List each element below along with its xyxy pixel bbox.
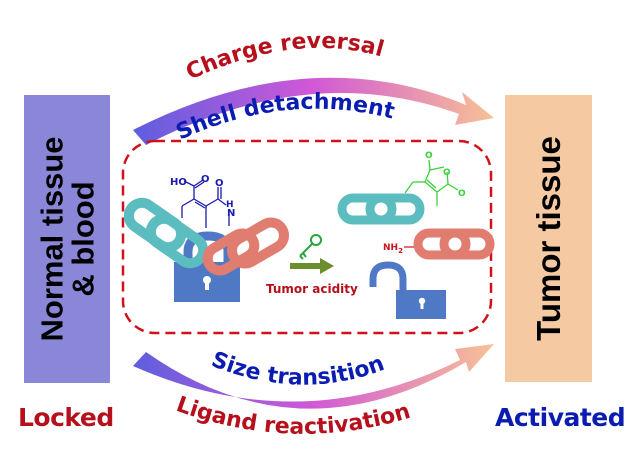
released-salmon-chain-icon [413, 228, 495, 260]
locked-complex: HO O O H N [123, 174, 289, 302]
amide-h-label: H [226, 200, 234, 210]
anhydride-o-right: O [458, 189, 466, 199]
anhydride-structure [404, 159, 459, 206]
size-transition-label: Size transition [208, 347, 388, 390]
open-lock-shackle-icon [369, 261, 407, 290]
released-complex: O O O NH2 [337, 151, 495, 319]
tumor-tissue-box: Tumor tissue [505, 95, 592, 382]
closed-lock-keyhole-slot [205, 281, 209, 290]
released-teal-chain-icon [337, 193, 425, 225]
top-arrow [133, 77, 494, 145]
shell-detachment-label: Shell detachment [172, 90, 397, 146]
carbonyl-o1-label: O [201, 174, 210, 185]
trigger-arrow-icon [290, 258, 334, 274]
trigger: Tumor acidity [266, 234, 358, 296]
anhydride-o-top: O [425, 151, 433, 161]
tumor-acidity-label: Tumor acidity [266, 282, 358, 296]
locked-label: Locked [18, 403, 114, 432]
bottom-arrow-body [133, 344, 494, 409]
teal-chain-icon [123, 197, 209, 269]
open-lock-keyhole-slot [420, 302, 424, 309]
anhydride-o-ring: O [443, 168, 451, 178]
top-arrow-body [133, 77, 494, 145]
charge-reversal-label: Charge reversal [182, 29, 386, 86]
key-icon [299, 234, 322, 260]
normal-tissue-box: Normal tissue & blood [24, 95, 110, 383]
salmon-chain-icon [202, 217, 289, 276]
carbonyl-o2-label: O [215, 178, 224, 189]
bottom-arrow [133, 344, 494, 409]
activated-label: Activated [495, 403, 626, 432]
open-lock-keyhole [418, 297, 426, 305]
hydroxyl-label: HO [170, 177, 187, 188]
amide-n-label: N [227, 208, 235, 219]
amine-label: NH2 [383, 243, 403, 255]
locked-chemical-structure [181, 179, 230, 228]
